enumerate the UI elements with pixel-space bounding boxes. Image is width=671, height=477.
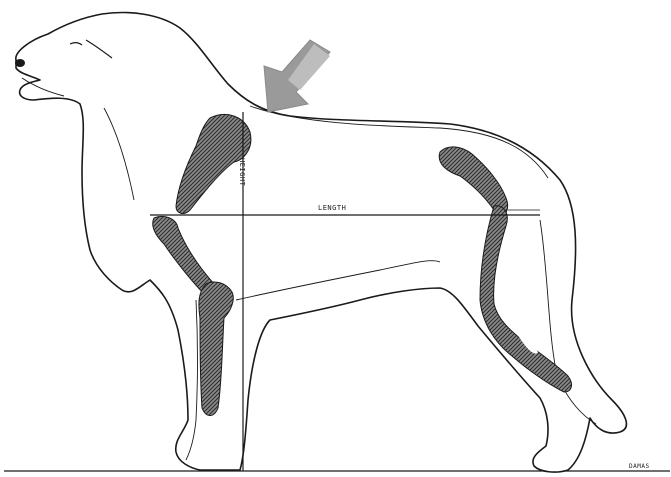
length-label: LENGTH xyxy=(318,204,346,212)
dog-outline xyxy=(16,13,627,473)
artist-credit: DAMAS xyxy=(629,463,650,470)
nose xyxy=(15,59,25,67)
arrow-icon xyxy=(264,40,330,112)
height-label: HEIGHT xyxy=(238,158,246,186)
